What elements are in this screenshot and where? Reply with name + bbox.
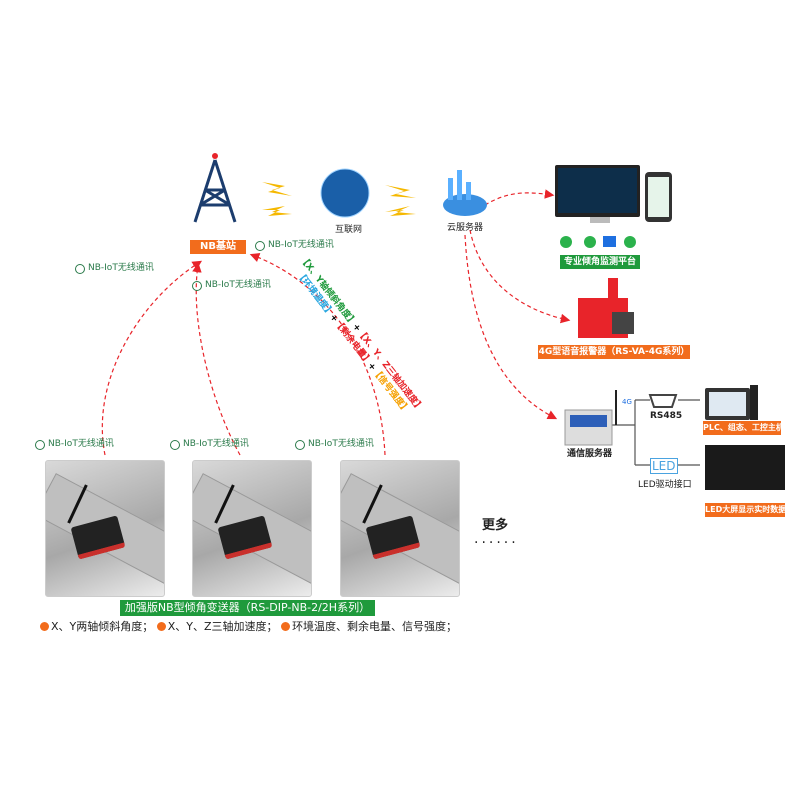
wired-lines <box>612 399 700 466</box>
bullet-icon <box>40 622 49 631</box>
rs485-label: RS485 <box>650 411 683 421</box>
globe-icon <box>192 280 202 291</box>
globe-icon <box>35 439 45 450</box>
led-screen-icon <box>705 445 785 490</box>
arrow-cloud-alarm <box>469 229 571 324</box>
nbiot-label: NB-IoT无线通讯 <box>295 439 374 450</box>
comm-server-label: 通信服务器 <box>567 449 613 459</box>
globe-icon <box>255 240 265 251</box>
nbiot-label: NB-IoT无线通讯 <box>170 439 249 450</box>
base-station-label: NB基站 <box>190 240 246 254</box>
nbiot-label: NB-IoT无线通讯 <box>192 280 271 291</box>
globe-icon <box>295 439 305 450</box>
plc-label: PLC、组态、工控主机 <box>703 421 784 435</box>
plc-screen-icon <box>705 385 758 420</box>
ellipsis: ······ <box>474 535 519 551</box>
bullet-icon <box>156 622 166 631</box>
arrow-cloud-platform <box>484 189 555 206</box>
sensor-photo <box>192 460 312 597</box>
cloud-server-icon <box>443 170 487 216</box>
arrow-sensor2 <box>192 262 241 456</box>
4g-label: 4G <box>622 398 632 406</box>
phone-icon <box>645 172 672 222</box>
monitor-icon <box>555 165 640 223</box>
globe-icon <box>170 439 180 450</box>
alarm-label: 4G型语音报警器（RS-VA-4G系列） <box>538 345 690 359</box>
led-icon: LED <box>650 458 678 474</box>
arrow-cloud-comm <box>464 234 558 420</box>
nbiot-label: NB-IoT无线通讯 <box>35 439 114 450</box>
sensor-photo <box>340 460 460 597</box>
globe-icon <box>75 263 85 274</box>
product-title: 加强版NB型倾角变送器（RS-DIP-NB-2/2H系列） <box>120 600 375 616</box>
lightning-icons <box>262 182 416 216</box>
arrow-sensor1 <box>101 260 203 456</box>
globe-icon <box>321 169 369 217</box>
more-label: 更多 <box>482 518 509 533</box>
cloud-server-label: 云服务器 <box>447 223 484 233</box>
led-screen-label: LED大屏显示实时数据 <box>705 503 786 517</box>
comm-server-icon <box>564 390 617 446</box>
alarm-icon <box>578 278 634 338</box>
led-interface-label: LED驱动接口 <box>638 480 692 490</box>
internet-label: 互联网 <box>335 225 363 235</box>
app-icons <box>560 236 636 248</box>
platform-label: 专业倾角监测平台 <box>560 255 640 269</box>
sensor-photo <box>45 460 165 597</box>
feature-list: X、Y两轴倾斜角度； X、Y、Z三轴加速度； 环境温度、剩余电量、信号强度； <box>40 620 457 634</box>
nbiot-label: NB-IoT无线通讯 <box>75 263 154 274</box>
tower-icon <box>193 153 237 223</box>
bullet-icon <box>281 622 291 631</box>
nbiot-label: NB-IoT无线通讯 <box>255 240 334 251</box>
arrow-sensor3 <box>249 252 386 456</box>
rs485-connector-icon <box>648 394 678 408</box>
